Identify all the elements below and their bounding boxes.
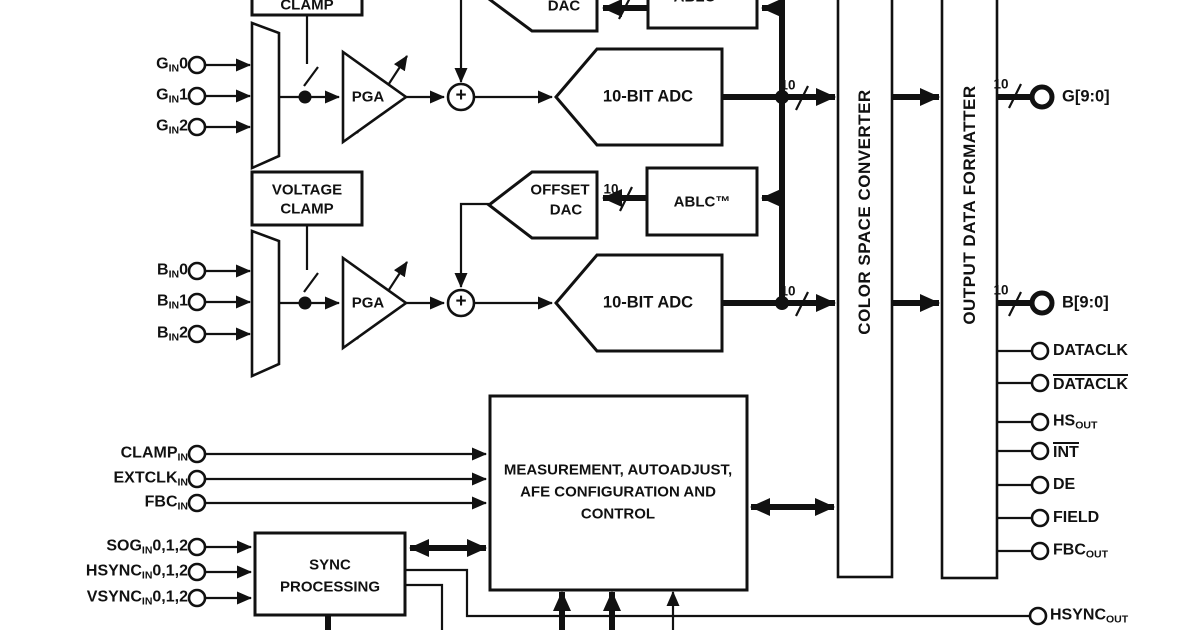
adc-block-g <box>554 47 724 147</box>
pin-circle-gin0 <box>187 55 207 75</box>
bus-width-g-csc: 10 <box>780 77 796 93</box>
bus-width-b-csc: 10 <box>780 283 796 299</box>
measurement-block <box>488 394 749 592</box>
pin-circle-bbus <box>1029 290 1055 316</box>
pin-circle-bin1 <box>187 292 207 312</box>
offset-dac-block-b <box>486 170 599 240</box>
odf-block <box>940 0 999 580</box>
pin-label-gin2: GIN2 <box>156 117 188 137</box>
pin-label-bin0: BIN0 <box>157 261 188 281</box>
ablc-b-label: ABLC™ <box>673 193 731 211</box>
pga-triangle-b <box>341 255 409 351</box>
ablc-g-label: ABLC™ <box>674 0 731 6</box>
csc-block <box>836 0 894 579</box>
pin-label-hsyncout: HSYNCOUT <box>1050 606 1129 626</box>
pin-circle-extclkin <box>187 469 207 489</box>
pin-label-dataclk: DATACLK <box>1053 342 1128 359</box>
pin-circle-hsout <box>1030 412 1050 432</box>
voltage-clamp-block-g <box>250 0 364 17</box>
adc-g-label: 10-BIT ADC <box>602 87 694 106</box>
pin-circle-clampin <box>187 444 207 464</box>
pin-circle-gin1 <box>187 86 207 106</box>
pin-circle-hsyncin <box>187 562 207 582</box>
pin-circle-fbcout <box>1030 541 1050 561</box>
pin-label-fbcout: FBCOUT <box>1053 541 1109 561</box>
bus-width-ablc-dac-b: 10 <box>603 181 619 197</box>
offset-dac-b-label-2: DAC <box>549 201 583 219</box>
input-mux-b <box>250 229 281 379</box>
pin-circle-dataclk-n <box>1030 373 1050 393</box>
pin-circle-gbus <box>1029 84 1055 110</box>
sync-processing-label-2: PROCESSING <box>279 578 381 596</box>
pin-label-bbus: B[9:0] <box>1062 293 1109 312</box>
pin-circle-int-n <box>1030 441 1050 461</box>
pin-label-clampin: CLAMPIN <box>120 444 188 464</box>
pin-label-hsout: HSOUT <box>1053 412 1098 432</box>
junction-dot-switch-b <box>298 296 312 310</box>
pin-label-extclkin: EXTCLKIN <box>113 469 189 489</box>
junction-dot-bus-g <box>775 90 789 104</box>
pin-label-bin2: BIN2 <box>157 324 188 344</box>
ablc-block-b <box>645 166 759 237</box>
offset-dac-b-label-1: OFFSET <box>530 181 590 199</box>
pin-label-sogin: SOGIN0,1,2 <box>106 537 188 557</box>
voltage-clamp-g-label: CLAMP <box>280 0 334 14</box>
offset-dac-block-g <box>487 0 599 33</box>
sync-processing-block <box>253 531 407 617</box>
pga-triangle-g <box>341 49 409 145</box>
pin-circle-de <box>1030 475 1050 495</box>
offset-dac-g-label: DAC <box>547 0 581 15</box>
pga-b-label: PGA <box>351 294 385 312</box>
pin-label-int-n: INT <box>1053 442 1079 461</box>
pin-circle-field <box>1030 508 1050 528</box>
csc-label: COLOR SPACE CONVERTER <box>855 89 874 335</box>
pga-g-label: PGA <box>351 88 385 106</box>
adc-block-b <box>554 253 724 353</box>
ablc-block-g <box>646 0 759 30</box>
pin-circle-bin0 <box>187 261 207 281</box>
sum-plus-b: + <box>455 291 467 313</box>
pin-circle-dataclk <box>1030 341 1050 361</box>
pin-label-field: FIELD <box>1053 509 1100 526</box>
odf-label: OUTPUT DATA FORMATTER <box>960 85 979 325</box>
junction-dot-switch-g <box>298 90 312 104</box>
pin-label-gin1: GIN1 <box>156 86 188 106</box>
pin-label-de: DE <box>1053 476 1076 493</box>
voltage-clamp-b-label-2: CLAMP <box>280 200 334 218</box>
sum-plus-g: + <box>455 85 467 107</box>
pin-label-gbus: G[9:0] <box>1062 87 1110 106</box>
bus-width-b-out: 10 <box>993 282 1009 298</box>
wire-dac-feedback-b <box>454 202 489 288</box>
pin-label-vsyncin: VSYNCIN0,1,2 <box>86 588 188 608</box>
summing-node-g <box>446 82 476 112</box>
pin-circle-hsyncout <box>1028 606 1048 626</box>
measurement-label-3: CONTROL <box>580 505 656 523</box>
voltage-clamp-b-label-1: VOLTAGE <box>271 181 343 199</box>
measurement-label-2: AFE CONFIGURATION AND <box>520 483 716 501</box>
summing-node-b <box>446 288 476 318</box>
pin-label-dataclk-n: DATACLK <box>1053 374 1128 393</box>
measurement-label-1: MEASUREMENT, AUTOADJUST, <box>503 461 733 479</box>
pin-label-bin1: BIN1 <box>157 292 188 312</box>
pin-circle-fbcin <box>187 493 207 513</box>
bus-width-g-out: 10 <box>993 76 1009 92</box>
sync-processing-label-1: SYNC <box>309 556 351 574</box>
adc-b-label: 10-BIT ADC <box>602 293 694 312</box>
pin-circle-sogin <box>187 537 207 557</box>
voltage-clamp-block-b <box>250 170 364 227</box>
pin-circle-vsyncin <box>187 588 207 608</box>
junction-dot-bus-b <box>775 296 789 310</box>
pin-label-fbcin: FBCIN <box>144 493 188 513</box>
pin-label-gin0: GIN0 <box>156 55 188 75</box>
pin-label-hsyncin: HSYNCIN0,1,2 <box>85 562 188 582</box>
pin-circle-bin2 <box>187 324 207 344</box>
pin-circle-gin2 <box>187 117 207 137</box>
input-mux-g <box>250 21 281 171</box>
